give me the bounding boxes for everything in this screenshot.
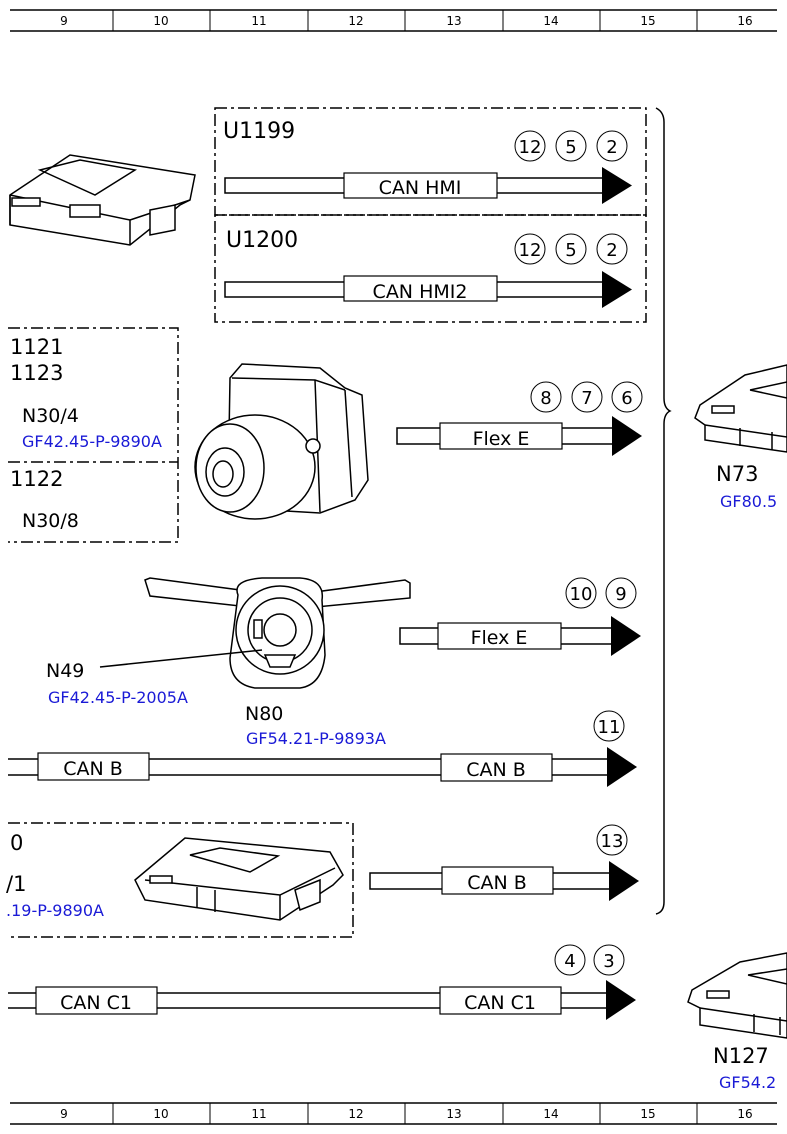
bus-flex-e-2: Flex E 10 9: [399, 577, 641, 656]
bus-label: CAN C1: [464, 992, 536, 1014]
bottom-ruler: 9 10 11 12 13 14 15 16: [10, 1102, 777, 1125]
dtc-code: U1200: [226, 228, 298, 253]
ref-number: 4: [564, 951, 575, 972]
bus-label: CAN B: [466, 759, 526, 781]
control-unit-n73: [694, 364, 787, 453]
bus-can-b-short: CAN B 13: [369, 824, 639, 901]
control-unit-top: [9, 154, 196, 246]
dtc-code: /1: [6, 872, 26, 896]
ref-number: 5: [565, 137, 576, 158]
component-id: N73: [716, 462, 758, 486]
component-id: N80: [245, 703, 283, 725]
component-id: N30/4: [22, 405, 79, 427]
ref-number: 12: [519, 240, 542, 261]
ref-number: 2: [606, 240, 617, 261]
ref-number: 7: [581, 388, 592, 409]
bus-label: Flex E: [471, 627, 528, 649]
document-ref: GF80.5: [720, 492, 777, 511]
ref-number: 5: [565, 240, 576, 261]
ruler-col: 9: [60, 1107, 68, 1121]
dtc-code: 1121: [10, 335, 63, 359]
ruler-col: 12: [348, 1107, 363, 1121]
dtc-code: U1199: [223, 119, 295, 144]
component-id: N30/8: [22, 510, 79, 532]
bus-can-b-long: CAN B CAN B 11: [8, 710, 637, 787]
ruler-col: 14: [543, 1107, 558, 1121]
ref-number: 2: [606, 137, 617, 158]
bus-can-hmi: CAN HMI 12 5 2: [224, 130, 632, 204]
ruler-col: 13: [446, 14, 461, 28]
ref-number: 8: [540, 388, 551, 409]
control-unit-n127: [687, 952, 787, 1039]
ruler-col: 14: [543, 14, 558, 28]
top-group-box: [214, 107, 647, 323]
dtc-code: 1123: [10, 361, 63, 385]
document-ref: .19-P-9890A: [6, 901, 104, 920]
bus-label: Flex E: [473, 428, 530, 450]
top-ruler: 9 10 11 12 13 14 15 16: [10, 9, 777, 32]
document-ref: GF54.21-P-9893A: [246, 729, 386, 748]
right-brace: [655, 107, 672, 915]
component-id: N127: [713, 1044, 769, 1068]
ruler-col: 16: [737, 14, 752, 28]
steering-switch-drawing: [144, 577, 411, 689]
ruler-col: 16: [737, 1107, 752, 1121]
ref-number: 12: [519, 137, 542, 158]
ruler-col: 15: [640, 1107, 655, 1121]
bus-label: CAN HMI: [379, 177, 462, 199]
ref-number: 3: [603, 951, 614, 972]
component-id: N49: [46, 660, 84, 682]
ref-number: 13: [601, 831, 624, 852]
document-ref: GF42.45-P-2005A: [48, 688, 188, 707]
ref-number: 6: [621, 388, 632, 409]
bus-label: CAN C1: [60, 992, 132, 1014]
document-ref: GF54.2: [719, 1073, 776, 1092]
ref-number: 9: [615, 584, 626, 605]
dtc-code: 0: [10, 831, 23, 855]
bus-can-hmi2: CAN HMI2 12 5 2: [224, 233, 632, 308]
dtc-code: 1122: [10, 467, 63, 491]
ruler-col: 11: [251, 14, 266, 28]
lower-group-box: [8, 822, 354, 938]
ruler-col: 9: [60, 14, 68, 28]
document-ref: GF42.45-P-9890A: [22, 432, 162, 451]
ruler-col: 10: [153, 1107, 168, 1121]
pump-module-drawing: [194, 363, 369, 520]
control-unit-low: [134, 837, 344, 921]
bus-can-c1: CAN C1 CAN C1 4 3: [8, 944, 636, 1020]
ruler-col: 10: [153, 14, 168, 28]
bus-flex-e-1: Flex E 8 7 6: [396, 381, 643, 456]
bus-label: CAN B: [63, 758, 123, 780]
bus-label: CAN B: [467, 872, 527, 894]
bus-label: CAN HMI2: [373, 281, 468, 303]
leader-line: [99, 649, 263, 668]
ref-number: 11: [598, 717, 621, 738]
mid-group-box: [8, 327, 179, 543]
ref-number: 10: [570, 584, 593, 605]
ruler-col: 12: [348, 14, 363, 28]
ruler-col: 15: [640, 14, 655, 28]
ruler-col: 13: [446, 1107, 461, 1121]
ruler-col: 11: [251, 1107, 266, 1121]
